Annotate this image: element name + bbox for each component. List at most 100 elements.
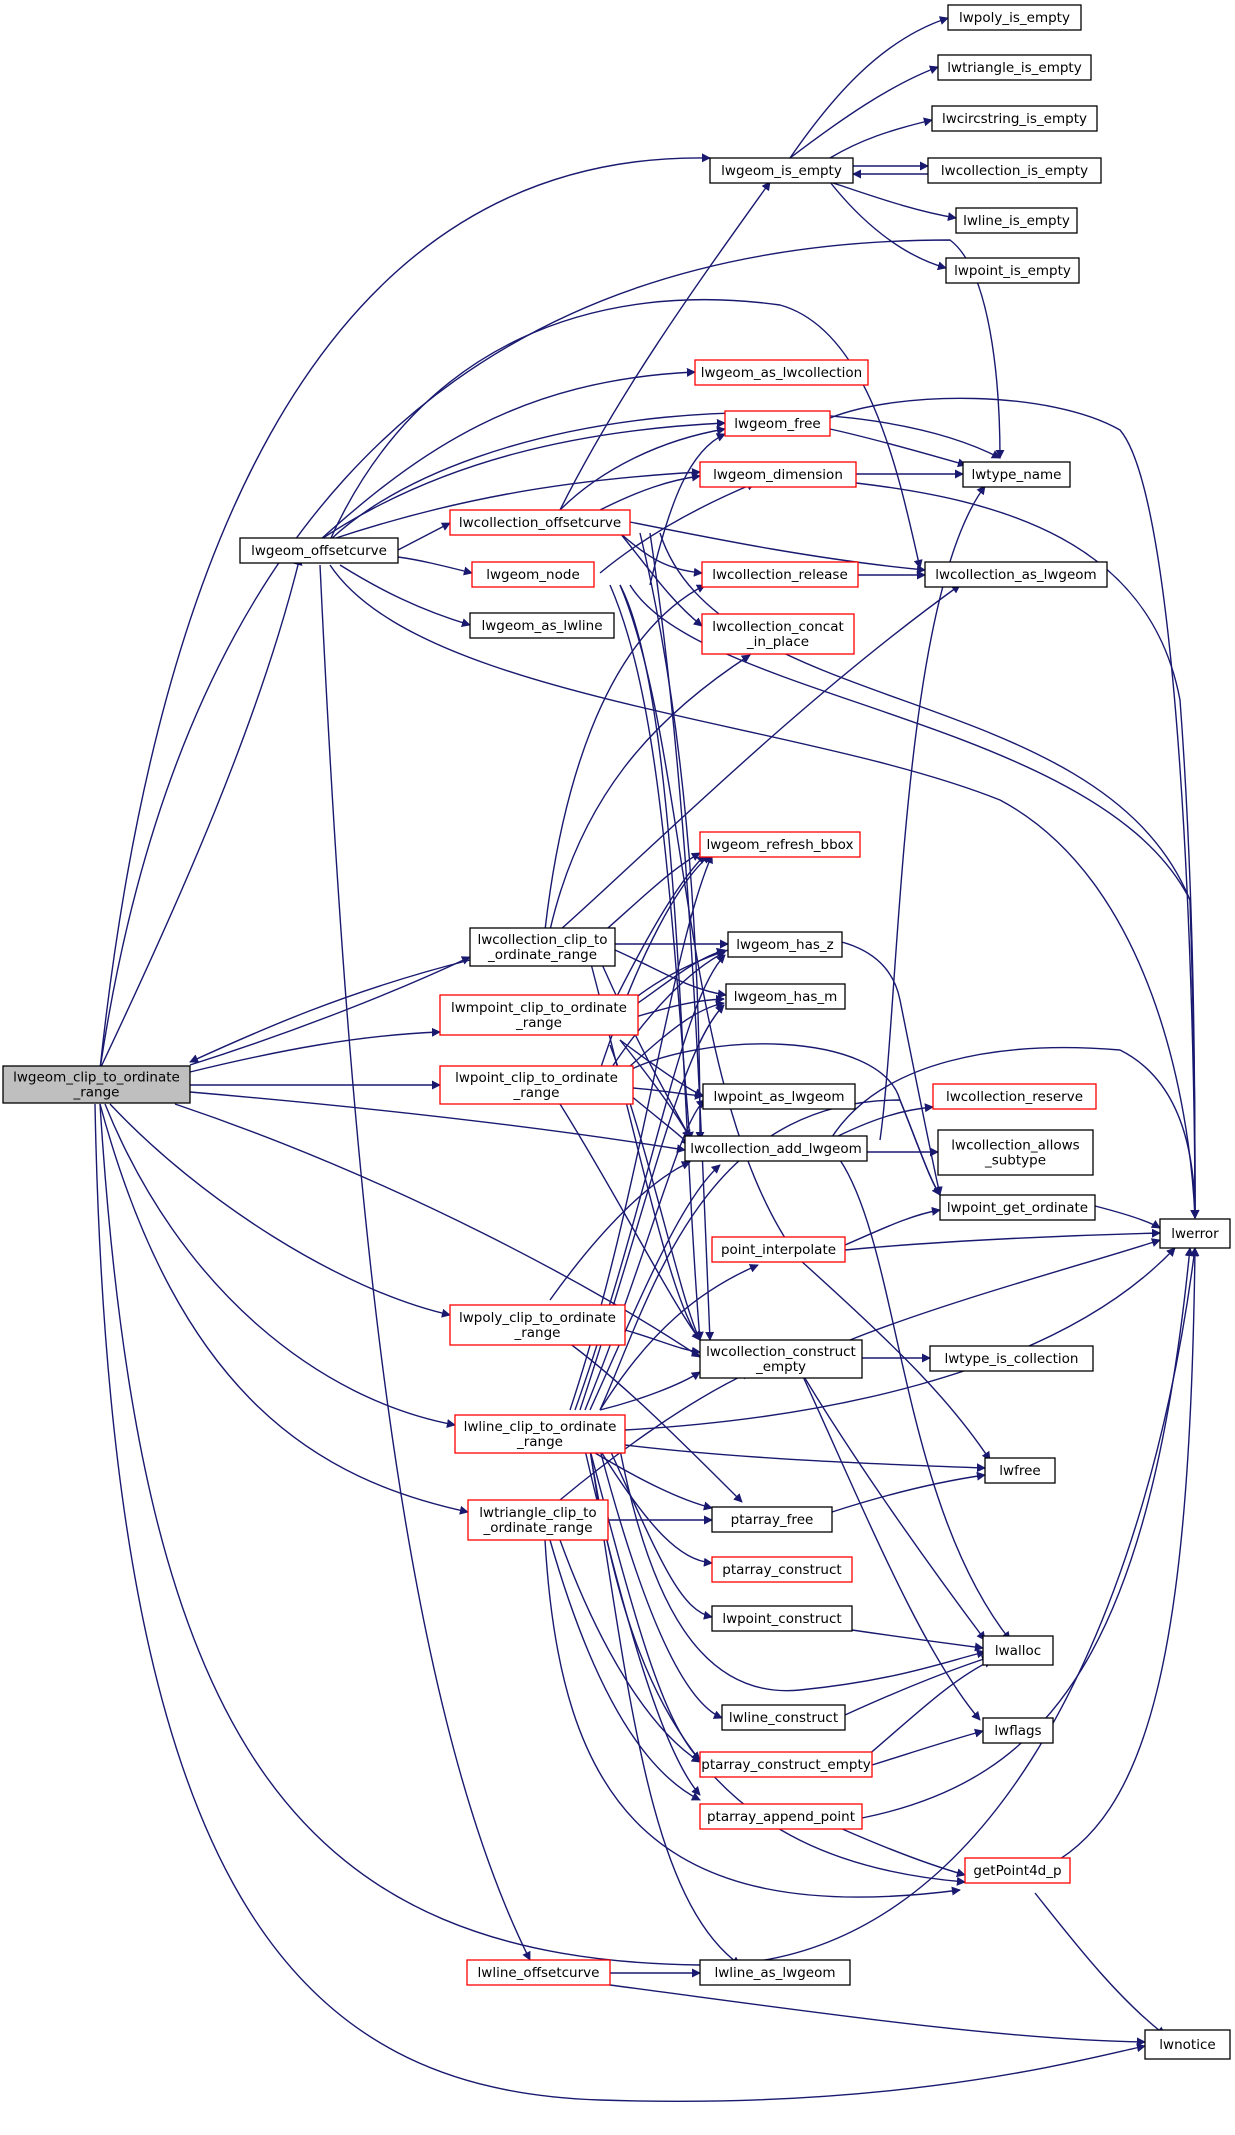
node-label: lwcollection_concat: [712, 619, 844, 635]
edge-root-to-lwline-clip: [104, 1103, 456, 1428]
node-root[interactable]: lwgeom_clip_to_ordinate_range: [2, 1065, 191, 1104]
edge-colloffset-to-lwcollection-add: [639, 532, 705, 1141]
edge-lineclip-to-lwline-as-lwgeom: [589, 1449, 741, 1966]
node-label: lwgeom_clip_to_ordinate: [13, 1070, 180, 1086]
node-ptarray-append-point[interactable]: ptarray_append_point: [699, 1803, 863, 1830]
node-lwcircstring-is-empty[interactable]: lwcircstring_is_empty: [931, 105, 1098, 132]
node-lwcollection-reserve[interactable]: lwcollection_reserve: [932, 1083, 1097, 1110]
node-lwgeom-as-lwcollection[interactable]: lwgeom_as_lwcollection: [694, 359, 869, 386]
node-lwcollection-is-empty[interactable]: lwcollection_is_empty: [927, 157, 1102, 184]
node-lwpoint-as-lwgeom[interactable]: lwpoint_as_lwgeom: [702, 1083, 856, 1110]
node-label: lwgeom_has_m: [734, 989, 838, 1005]
node-label: lwcollection_release: [712, 567, 848, 583]
node-label: _empty: [755, 1359, 806, 1375]
node-lwline-as-lwgeom[interactable]: lwline_as_lwgeom: [699, 1959, 851, 1986]
node-lwcollection-as-lwgeom[interactable]: lwcollection_as_lwgeom: [924, 561, 1108, 588]
edge-collclip-to-lwgeom-refresh-bbox: [599, 852, 701, 936]
node-lwline-construct[interactable]: lwline_construct: [721, 1704, 846, 1731]
edge-triclip-to-ptarray-append-point: [549, 1539, 701, 1801]
node-lwcollection-clip-to-ordinate-range[interactable]: lwcollection_clip_to_ordinate_range: [469, 927, 616, 967]
node-ptarray-free[interactable]: ptarray_free: [711, 1506, 833, 1533]
node-lwpoint-is-empty[interactable]: lwpoint_is_empty: [945, 257, 1080, 284]
edge-is-empty-to-lwline: [829, 181, 957, 222]
edge-offsetcurve-to-lwcollection-as-lwgeom: [329, 299, 923, 569]
edge-node-to-lwfree: [619, 584, 991, 1461]
node-label: lwpoint_is_empty: [954, 263, 1071, 279]
edge-collclip-to-lwcollection-add: [599, 959, 691, 1139]
node-label: lwtype_name: [972, 467, 1062, 483]
node-lwflags[interactable]: lwflags: [982, 1717, 1054, 1744]
edge-offsetcurve-to-lwcollection-offsetcurve: [397, 522, 451, 551]
edge-add-to-lwtype-name: [879, 485, 986, 1141]
node-lwline-is-empty[interactable]: lwline_is_empty: [955, 207, 1078, 234]
node-lwnotice[interactable]: lwnotice: [1144, 2029, 1231, 2060]
node-lwgeom-is-empty[interactable]: lwgeom_is_empty: [709, 157, 854, 184]
node-label: _subtype: [984, 1153, 1046, 1169]
node-lwtriangle-clip-to-ordinate-range[interactable]: lwtriangle_clip_to_ordinate_range: [467, 1499, 609, 1541]
node-lwtriangle-is-empty[interactable]: lwtriangle_is_empty: [937, 54, 1092, 81]
edge-pointclip-to-lwgeom-has-m: [619, 1000, 725, 1076]
node-lwpoly-is-empty[interactable]: lwpoly_is_empty: [947, 4, 1082, 31]
node-label: lwgeom_node: [486, 567, 580, 583]
edge-triclip-to-getpoint4d: [544, 1539, 961, 1898]
node-ptarray-construct-empty[interactable]: ptarray_construct_empty: [699, 1751, 873, 1778]
node-lwcollection-concat-in-place[interactable]: lwcollection_concat_in_place: [701, 613, 855, 655]
edge-lineclip-to-lwpoint-as-lwgeom: [584, 1099, 706, 1411]
node-lwerror[interactable]: lwerror: [1159, 1218, 1231, 1249]
edge-offsetcurve-to-lwgeom-as-lwline: [339, 564, 471, 627]
node-lwpoly-clip-to-ordinate-range[interactable]: lwpoly_clip_to_ordinate_range: [449, 1304, 626, 1346]
node-lwgeom-offsetcurve[interactable]: lwgeom_offsetcurve: [239, 537, 399, 564]
node-label: lwflags: [994, 1723, 1041, 1739]
node-lwgeom-dimension[interactable]: lwgeom_dimension: [699, 461, 857, 488]
node-lwcollection-release[interactable]: lwcollection_release: [701, 561, 859, 588]
node-lwcollection-add-lwgeom[interactable]: lwcollection_add_lwgeom: [684, 1135, 868, 1162]
node-lwgeom-node[interactable]: lwgeom_node: [471, 561, 595, 588]
node-lwgeom-as-lwline[interactable]: lwgeom_as_lwline: [469, 612, 615, 639]
node-label: lwgeom_as_lwline: [481, 618, 602, 634]
node-point-interpolate[interactable]: point_interpolate: [711, 1236, 846, 1263]
node-lwcollection-construct-empty[interactable]: lwcollection_construct_empty: [699, 1339, 863, 1379]
node-ptarray-construct[interactable]: ptarray_construct: [711, 1556, 853, 1583]
node-lwgeom-refresh-bbox[interactable]: lwgeom_refresh_bbox: [699, 831, 861, 858]
node-lwpoint-get-ordinate[interactable]: lwpoint_get_ordinate: [939, 1194, 1096, 1221]
edge-add-to-lwerror: [829, 1046, 1200, 1219]
node-lwmpoint-clip-to-ordinate-range[interactable]: lwmpoint_clip_to_ordinate_range: [439, 994, 639, 1036]
edge-root-to-lwtriangle-clip: [99, 1103, 469, 1515]
node-lwtype-is-collection[interactable]: lwtype_is_collection: [929, 1345, 1094, 1372]
edge-colloffset-to-lwgeom-is-empty: [559, 181, 771, 511]
node-label: getPoint4d_p: [973, 1863, 1061, 1879]
edge-root-to-lwcollection-construct-empty: [174, 1103, 701, 1358]
node-lwtype-name[interactable]: lwtype_name: [962, 461, 1071, 488]
node-lwpoint-clip-to-ordinate-range[interactable]: lwpoint_clip_to_ordinate_range: [439, 1065, 634, 1105]
node-label: lwpoly_is_empty: [959, 10, 1070, 26]
node-lwalloc[interactable]: lwalloc: [982, 1635, 1054, 1666]
edge-pointclip-to-lwgeom-refresh-bbox: [599, 854, 711, 1071]
edge-polyclip-to-lwcollection-construct-empty: [624, 1329, 701, 1356]
node-getPoint4d-p[interactable]: getPoint4d_p: [964, 1857, 1071, 1884]
edge-is-empty-to-lwpoly: [789, 16, 949, 159]
edge-collclip-to-lwcollection-concat: [549, 654, 751, 931]
edge-root-to-lwgeom-offsetcurve: [99, 556, 303, 1070]
edge-free-to-lwtype-name: [829, 428, 967, 468]
node-label: _range: [512, 1085, 559, 1101]
edge-colloffset-to-lwcollection-release: [619, 532, 703, 577]
node-label: lwtriangle_is_empty: [947, 60, 1081, 76]
node-lwcollection-offsetcurve[interactable]: lwcollection_offsetcurve: [449, 509, 631, 536]
edge-lineclip-to-ptarray-construct: [599, 1449, 713, 1567]
node-lwpoint-construct[interactable]: lwpoint_construct: [711, 1605, 853, 1632]
edge-collclip-to-root: [189, 959, 471, 1063]
node-lwgeom-has-z[interactable]: lwgeom_has_z: [727, 931, 843, 958]
edge-root-to-lwcollection-add: [189, 1091, 686, 1154]
edge-root-to-lwpoly-clip: [109, 1103, 451, 1318]
node-lwline-offsetcurve[interactable]: lwline_offsetcurve: [466, 1959, 611, 1986]
edge-interp-to-lwerror: [844, 1228, 1161, 1251]
node-label: lwgeom_is_empty: [721, 163, 842, 179]
edge-add-to-lwalloc: [839, 1159, 1011, 1641]
node-lwgeom-free[interactable]: lwgeom_free: [724, 410, 831, 437]
node-label: lwline_is_empty: [963, 213, 1070, 229]
node-lwcollection-allows-subtype[interactable]: lwcollection_allows_subtype: [937, 1129, 1094, 1176]
node-lwgeom-has-m[interactable]: lwgeom_has_m: [725, 983, 846, 1010]
node-lwline-clip-to-ordinate-range[interactable]: lwline_clip_to_ordinate_range: [454, 1414, 626, 1454]
node-lwfree[interactable]: lwfree: [984, 1457, 1056, 1484]
node-label: lwpoly_clip_to_ordinate: [459, 1310, 616, 1326]
